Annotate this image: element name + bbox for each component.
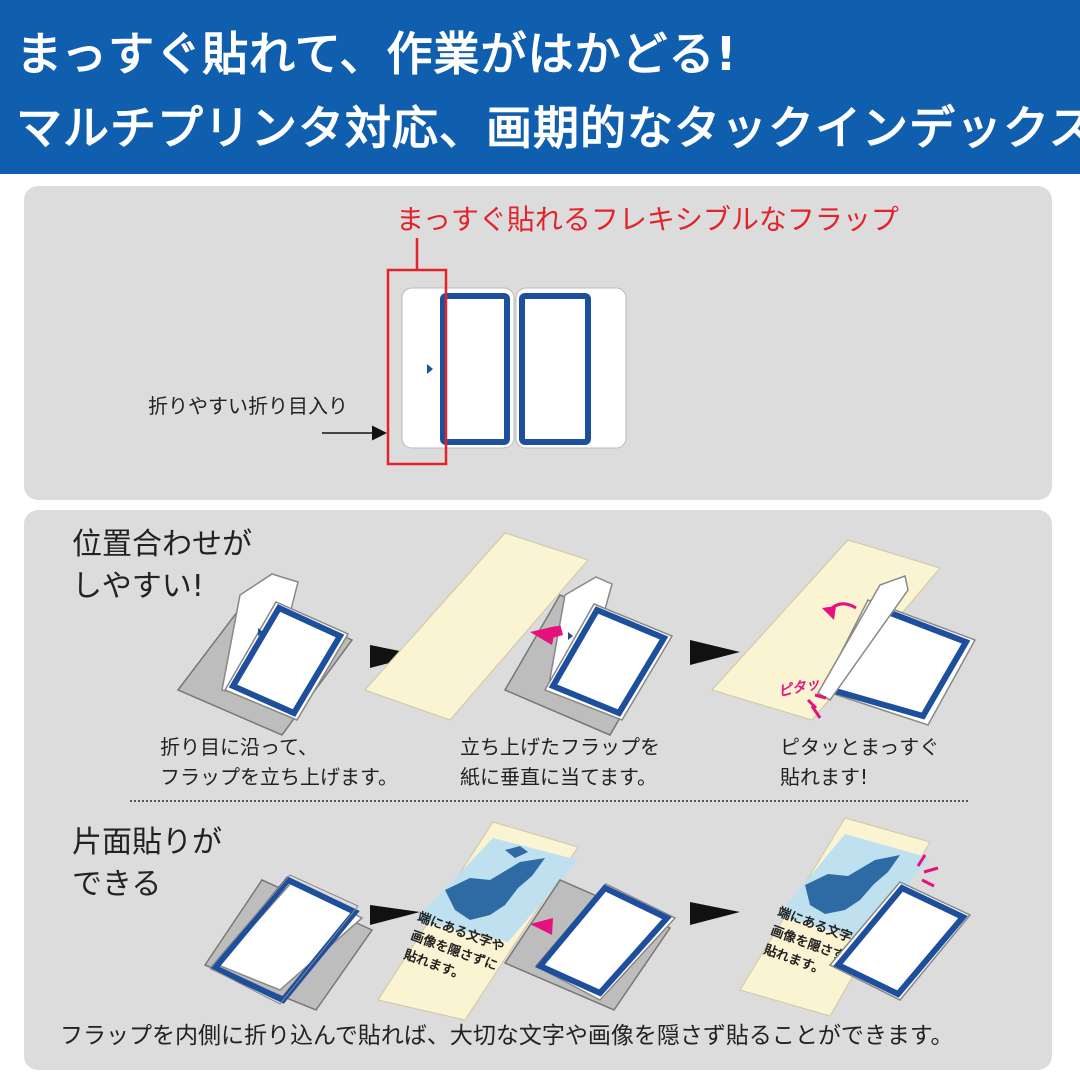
fold-mark-icon xyxy=(427,364,433,374)
flap-feature-title: まっすぐ貼れるフレキシブルなフラップ xyxy=(396,203,899,236)
step1-caption-line-1: 折り目に沿って、 xyxy=(160,735,318,759)
step2-caption-line-1: 立ち上げたフラップを xyxy=(460,735,660,759)
step1-caption-line-2: フラップを立ち上げます。 xyxy=(160,765,398,789)
step1-illustration xyxy=(176,573,354,736)
step3-caption-line-1: ピタッとまっすぐ xyxy=(780,735,940,759)
section1-heading-line-2: しやすい! xyxy=(72,569,204,604)
pink-arrow-icon xyxy=(530,918,553,935)
index-label-sheet xyxy=(401,287,627,449)
headline-line-2: マルチプリンタ対応、画期的なタックインデックス xyxy=(16,101,1080,155)
step2a-illustration xyxy=(203,874,374,1011)
arrow-right-icon xyxy=(690,902,740,925)
arrow-right-icon xyxy=(690,640,740,665)
step3-caption-line-2: 貼れます! xyxy=(780,765,869,789)
section-divider xyxy=(130,800,968,802)
step2-illustration xyxy=(364,532,674,736)
step2-caption-line-2: 紙に垂直に当てます。 xyxy=(460,765,657,789)
section2-heading-line-2: できる xyxy=(72,867,162,902)
arrow-right-icon xyxy=(370,905,420,925)
fold-callout-label: 折りやすい折り目入り xyxy=(148,394,348,418)
map-land-icon xyxy=(445,858,545,920)
step2b-illustration: 端にある文字や 画像を隠さずに 貼れます。 xyxy=(377,821,677,1021)
step3-illustration: ピタッ xyxy=(711,539,977,726)
step2c-illustration: 端にある文字や 画像を隠さずに 貼れます。 xyxy=(739,817,972,1017)
header-banner: まっすぐ貼れて、作業がはかどる! マルチプリンタ対応、画期的なタックインデックス xyxy=(0,0,1080,174)
footer-note: フラップを内側に折り込んで貼れば、大切な文字や画像を隠さず貼ることができます。 xyxy=(60,1023,954,1049)
section1-heading-line-1: 位置合わせが xyxy=(72,527,252,562)
section2-heading-line-1: 片面貼りが xyxy=(72,825,222,860)
headline-line-1: まっすぐ貼れて、作業がはかどる! xyxy=(16,27,738,81)
